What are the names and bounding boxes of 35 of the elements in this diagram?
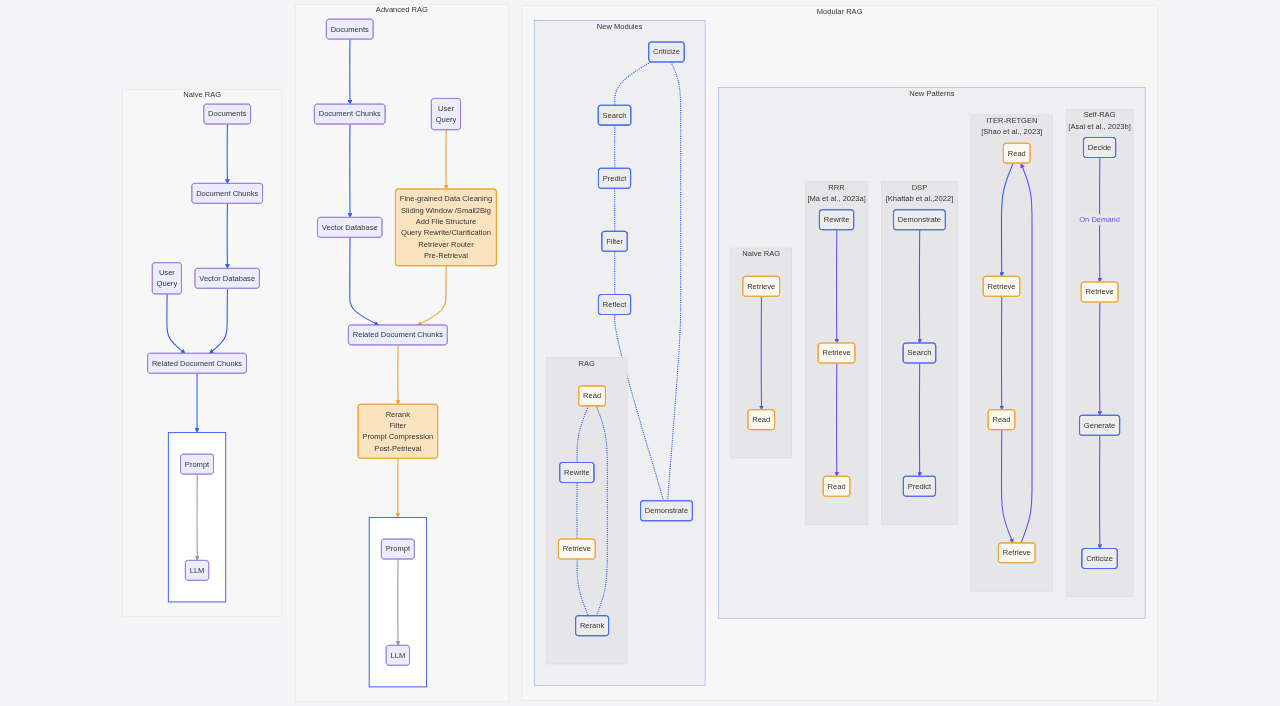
arrow — [395, 344, 401, 405]
arrow — [999, 162, 1014, 277]
connector — [614, 251, 616, 296]
arrow — [166, 293, 186, 354]
arrow — [209, 288, 228, 354]
cluster — [368, 516, 427, 688]
connector — [614, 124, 616, 170]
arrow — [1097, 157, 1103, 283]
arrow — [917, 362, 923, 477]
arrow — [443, 129, 449, 190]
arrow — [395, 558, 401, 646]
arrow — [225, 123, 230, 184]
connector — [614, 187, 616, 233]
arrow — [395, 457, 401, 518]
arrow — [349, 237, 379, 326]
connector — [576, 482, 578, 540]
arrow — [194, 473, 200, 561]
arrow — [999, 296, 1005, 411]
arrow — [194, 372, 200, 433]
arrow — [1097, 301, 1103, 416]
arrow — [759, 296, 764, 411]
connector — [576, 405, 589, 464]
arrow — [1020, 163, 1033, 544]
connector — [576, 558, 589, 617]
connector — [614, 61, 652, 106]
arrow — [1000, 429, 1014, 544]
cluster — [167, 432, 227, 603]
arrow — [834, 229, 840, 344]
arrow — [917, 229, 923, 344]
arrow — [225, 203, 230, 269]
arrow — [834, 362, 840, 477]
arrow — [1097, 434, 1103, 549]
arrow — [347, 38, 353, 105]
arrow — [417, 265, 447, 326]
arrow — [347, 123, 353, 218]
